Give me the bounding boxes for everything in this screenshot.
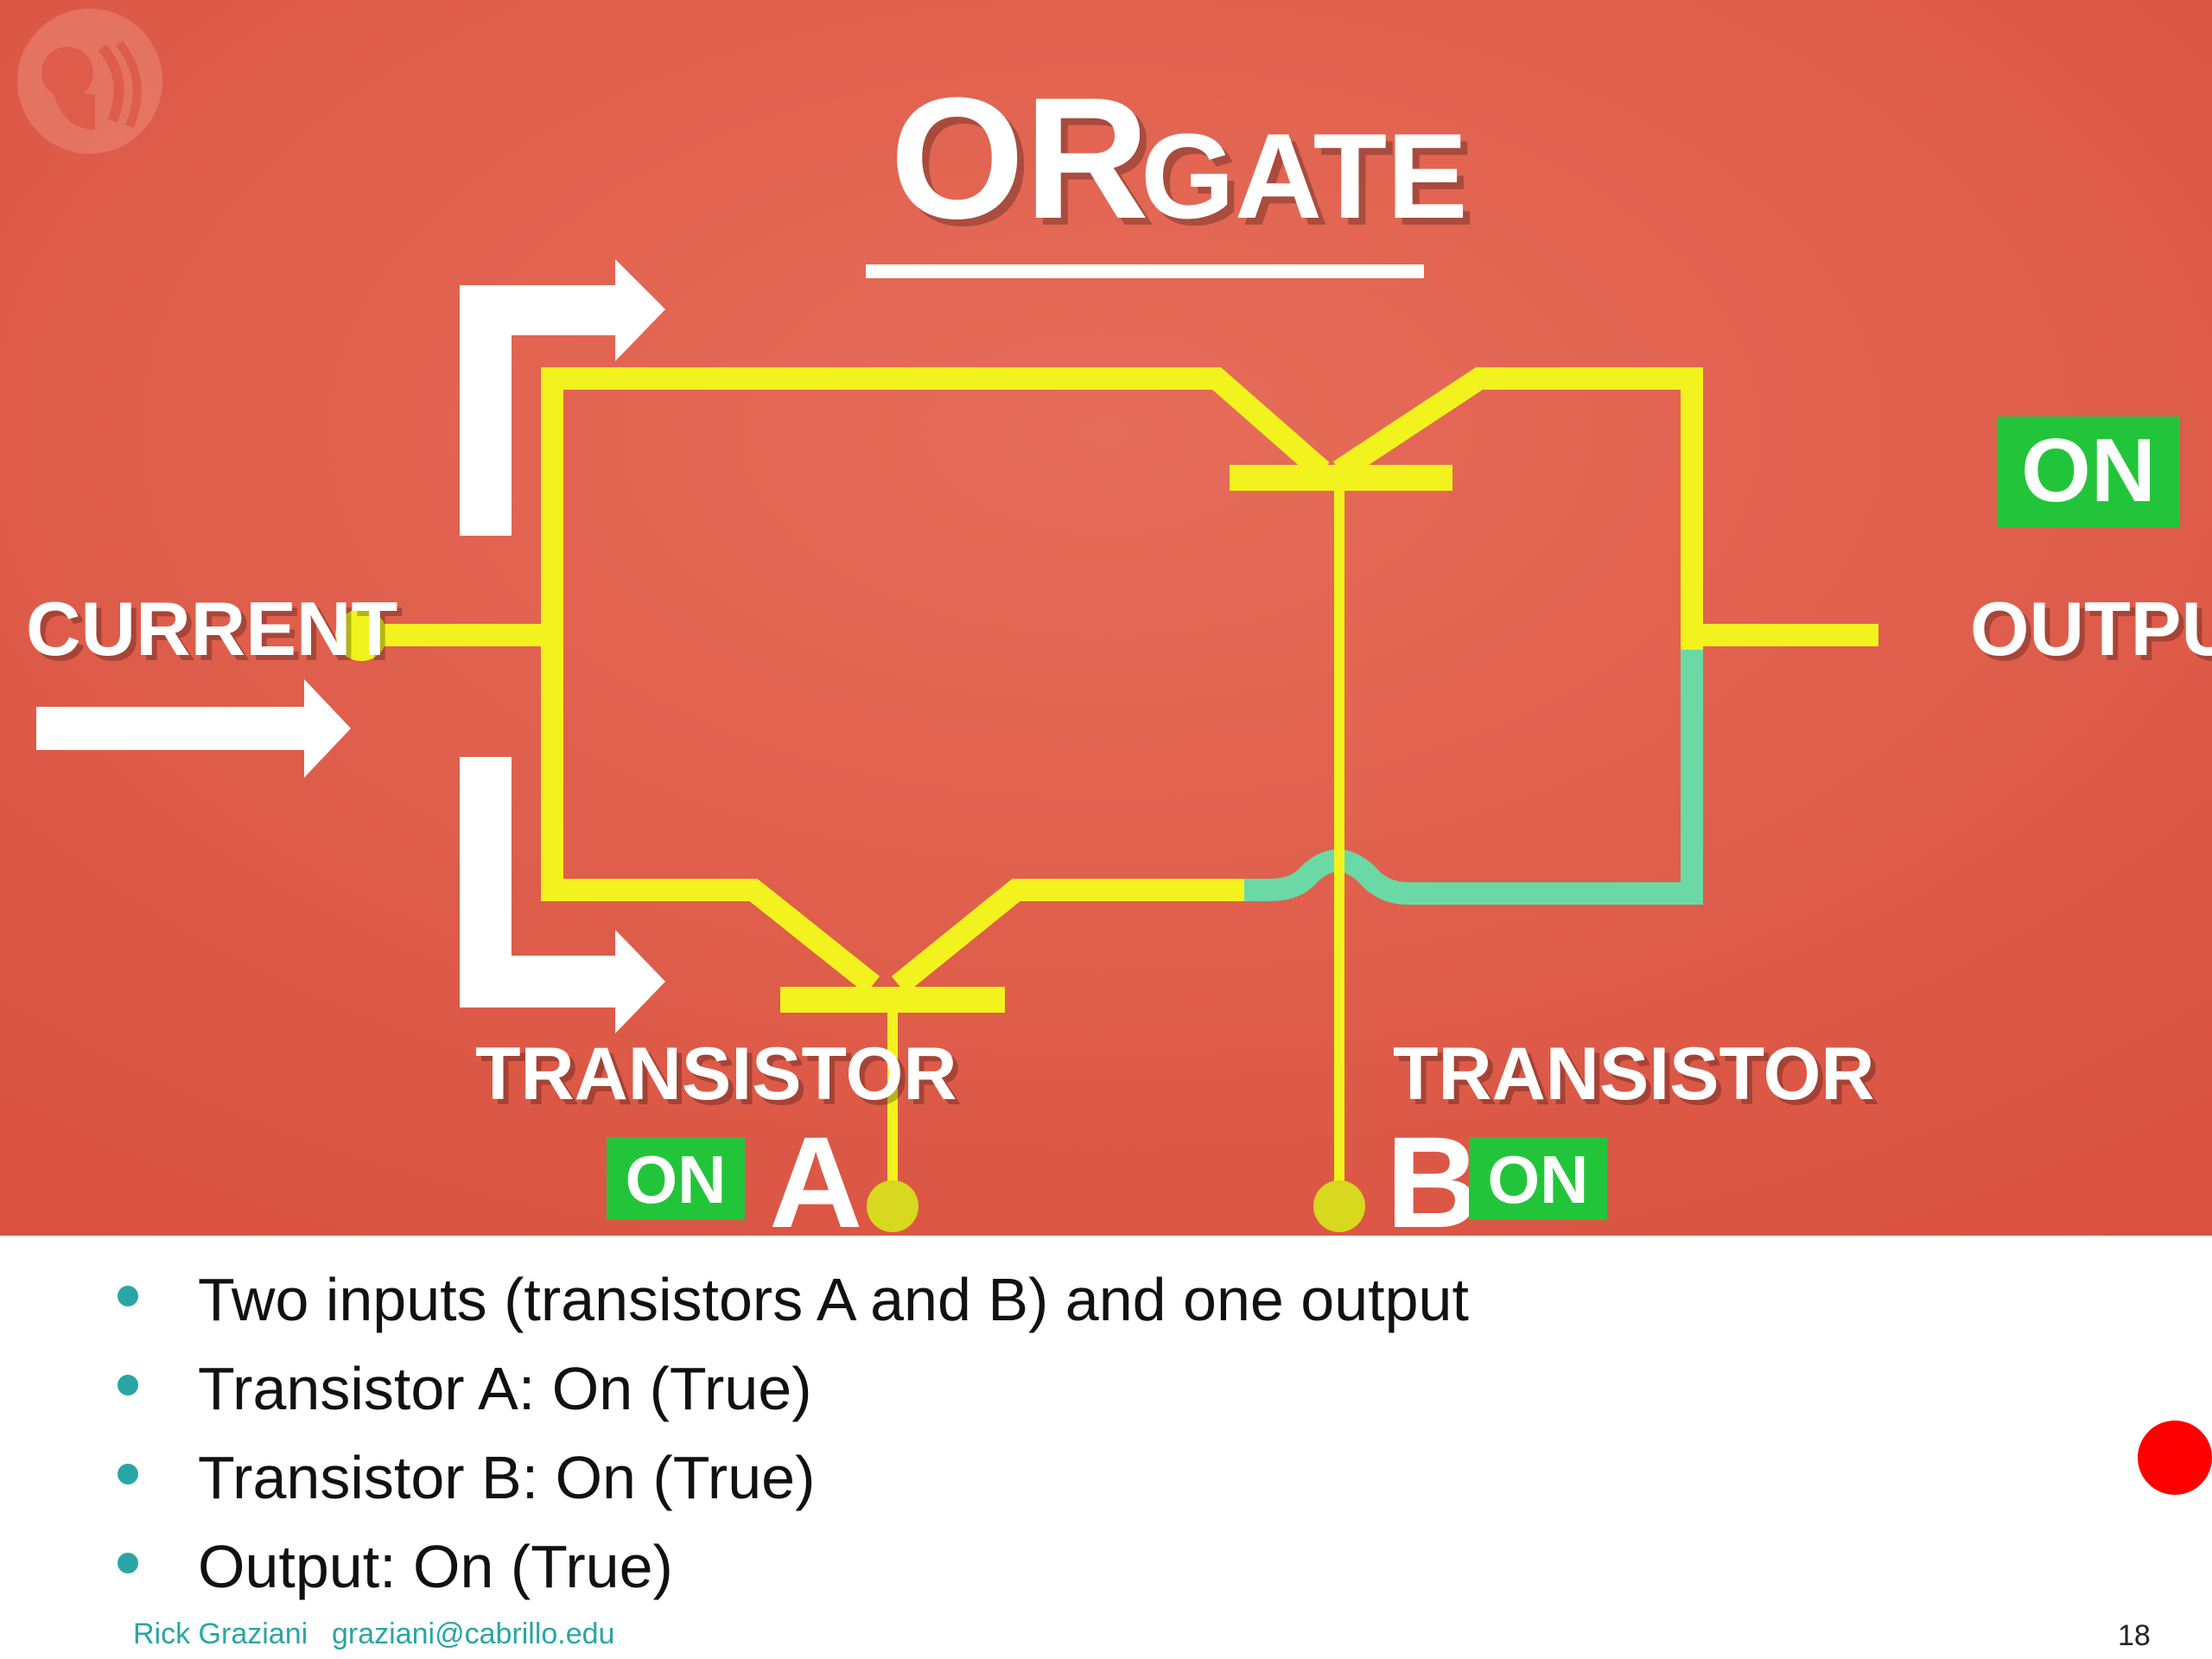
or-gate-diagram: OR OR GATE GATE — [0, 0, 2212, 1236]
bullet-list: Two inputs (transistors A and B) and one… — [111, 1263, 2012, 1619]
current-terminal — [335, 609, 387, 661]
title-sub-shadow: GATE — [1147, 115, 1475, 251]
bullet-dot-icon — [118, 1286, 138, 1306]
transistor-b-label: TRANSISTOR — [1393, 1033, 1874, 1116]
page-number: 18 — [2118, 1619, 2151, 1652]
bullet-dot-icon — [118, 1553, 138, 1573]
current-label: CURRENT — [26, 586, 397, 671]
footer-email: graziani@cabrillo.edu — [332, 1618, 615, 1650]
footer-author: Rick Graziani — [133, 1618, 308, 1650]
bullet-text: Output: On (True) — [198, 1533, 673, 1600]
wire-transistor-a-right — [891, 879, 1244, 995]
bullet-dot-icon — [118, 1375, 138, 1395]
title-main-shadow: OR — [897, 69, 1156, 262]
arrow-up-right-icon — [460, 259, 665, 536]
laser-pointer-dot — [2138, 1421, 2212, 1495]
wire-transistor-b-right — [1332, 367, 1703, 650]
pbs-logo-icon — [17, 9, 162, 154]
bullet-dot-icon — [118, 1464, 138, 1484]
transistor-b-label-shadow: TRANSISTOR — [1398, 1038, 1879, 1121]
bullet-text: Two inputs (transistors A and B) and one… — [198, 1266, 1469, 1333]
title-sub: GATE — [1141, 108, 1468, 244]
output-on-text: ON — [2021, 421, 2156, 521]
bullet-text: Transistor B: On (True) — [198, 1444, 816, 1511]
transistor-a-terminal — [867, 1180, 918, 1232]
circuit-wires — [361, 367, 1878, 1205]
bullet-item: Two inputs (transistors A and B) and one… — [111, 1263, 2012, 1352]
transistor-a-on-badge — [607, 1137, 745, 1220]
transistor-a-on-text: ON — [626, 1141, 727, 1217]
transistor-b-on-badge — [1469, 1137, 1607, 1220]
transistor-a-letter: A — [769, 1109, 862, 1236]
output-on-badge — [1997, 416, 2180, 527]
transistor-b-letter: B — [1386, 1109, 1479, 1236]
title-main: OR — [890, 62, 1149, 255]
bullet-item: Transistor B: On (True) — [111, 1441, 2012, 1530]
bullet-text: Transistor A: On (True) — [198, 1355, 812, 1422]
arrow-down-right-icon — [460, 757, 665, 1033]
current-arrows — [36, 259, 665, 1033]
transistor-b-terminal — [1313, 1180, 1365, 1232]
arrow-right-icon — [36, 679, 351, 778]
current-label-shadow: CURRENT — [31, 591, 403, 677]
wire-bottom — [541, 879, 880, 995]
bullet-item: Transistor A: On (True) — [111, 1352, 2012, 1441]
transistor-a-label: TRANSISTOR — [475, 1033, 957, 1116]
transistor-a-label-shadow: TRANSISTOR — [480, 1038, 962, 1121]
bullet-item: Output: On (True) — [111, 1530, 2012, 1619]
transistor-b-on-text: ON — [1488, 1141, 1589, 1217]
wire-top — [541, 367, 1330, 480]
title-underline — [866, 264, 1424, 278]
